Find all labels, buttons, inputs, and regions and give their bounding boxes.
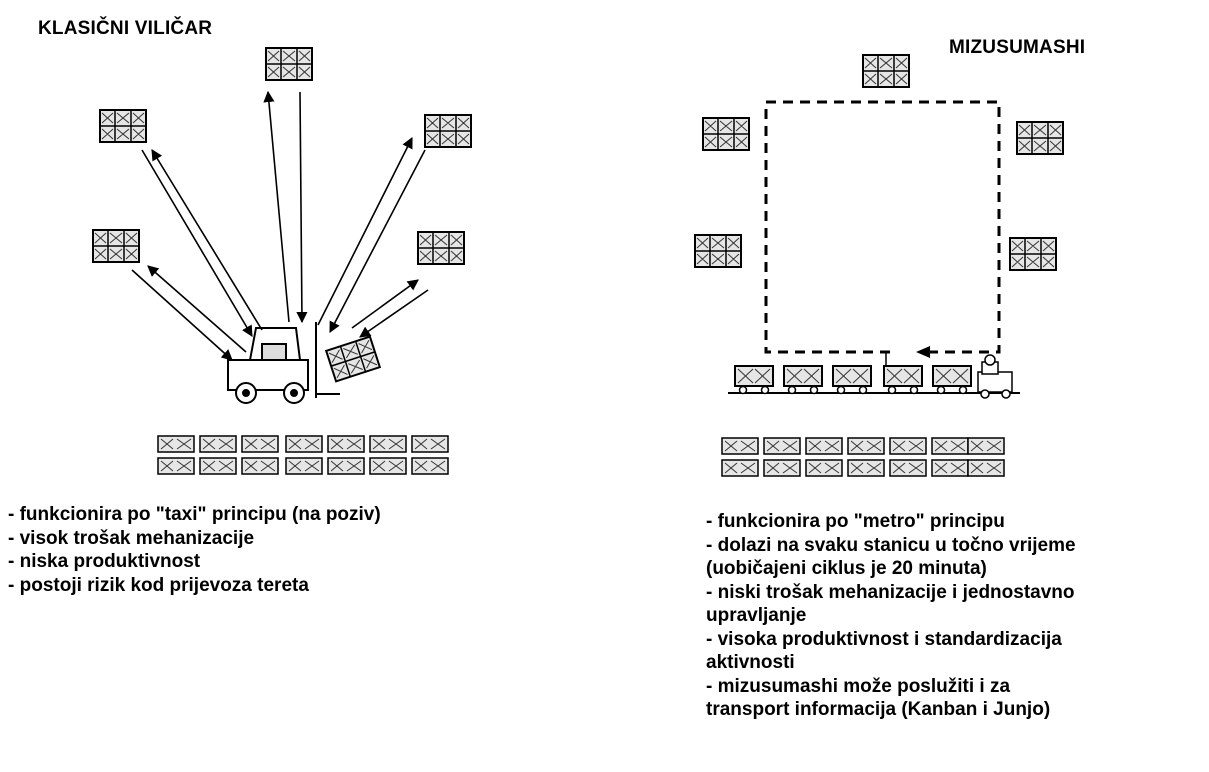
arrow [317, 136, 413, 326]
pallet-icon [1009, 237, 1057, 271]
arrow [359, 289, 429, 338]
arrow [296, 91, 308, 324]
note-line: aktivnosti [706, 652, 795, 673]
arrow [263, 90, 290, 323]
note-line: - dolazi na svaku stanicu u točno vrijem… [706, 534, 1076, 556]
note-line: - visoka produktivnost i standardizacija [706, 628, 1062, 650]
mizusumashi-notes: - funkcionira po "metro" principu - dola… [706, 510, 1076, 722]
pallet-icon [862, 54, 910, 88]
train-icon [728, 354, 1020, 399]
pallet-icon [417, 231, 465, 265]
arrow [151, 149, 263, 331]
comparison-diagram [92, 47, 1064, 477]
arrow [329, 149, 426, 333]
note-line: - mizusumashi može poslužiti i za [706, 675, 1011, 697]
pallet-icon [265, 47, 313, 81]
note-line: - funkcionira po "taxi" principu (na poz… [8, 504, 381, 525]
note-line: (uobičajeni ciklus je 20 minuta) [706, 558, 987, 579]
note-line: - funkcionira po "metro" principu [706, 511, 1005, 532]
note-line: - niski trošak mehanizacije i jednostavn… [706, 581, 1075, 603]
pallet-icon [424, 114, 472, 148]
note-line: - postoji rizik kod prijevoza tereta [8, 574, 309, 596]
note-line: transport informacija (Kanban i Junjo) [706, 699, 1051, 720]
arrow [141, 149, 253, 337]
mizusumashi-storage-rack [721, 437, 1005, 477]
forklift-destination-pallets [92, 47, 472, 265]
arrow [147, 265, 247, 353]
arrow [131, 269, 233, 361]
pallet-icon [325, 335, 381, 383]
pallet-icon [1016, 121, 1064, 155]
note-line: - niska produktivnost [8, 551, 201, 572]
mizusumashi-station-pallets [694, 54, 1064, 271]
mizusumashi-route-loop [764, 100, 1001, 366]
pallet-icon [702, 117, 750, 151]
mizusumashi-title: MIZUSUMASHI [949, 37, 1086, 58]
forklift-title: KLASIČNI VILIČAR [38, 18, 213, 39]
forklift-notes: - funkcionira po "taxi" principu (na poz… [8, 503, 381, 597]
pallet-icon [92, 229, 140, 263]
forklift-icon [227, 322, 340, 404]
pallet-icon [694, 234, 742, 268]
forklift-storage-rack [157, 435, 449, 475]
pallet-icon [99, 109, 147, 143]
note-line: upravljanje [706, 605, 807, 626]
forklift-trip-arrows [131, 90, 429, 361]
note-line: - visok trošak mehanizacije [8, 527, 255, 549]
arrow [351, 279, 419, 329]
